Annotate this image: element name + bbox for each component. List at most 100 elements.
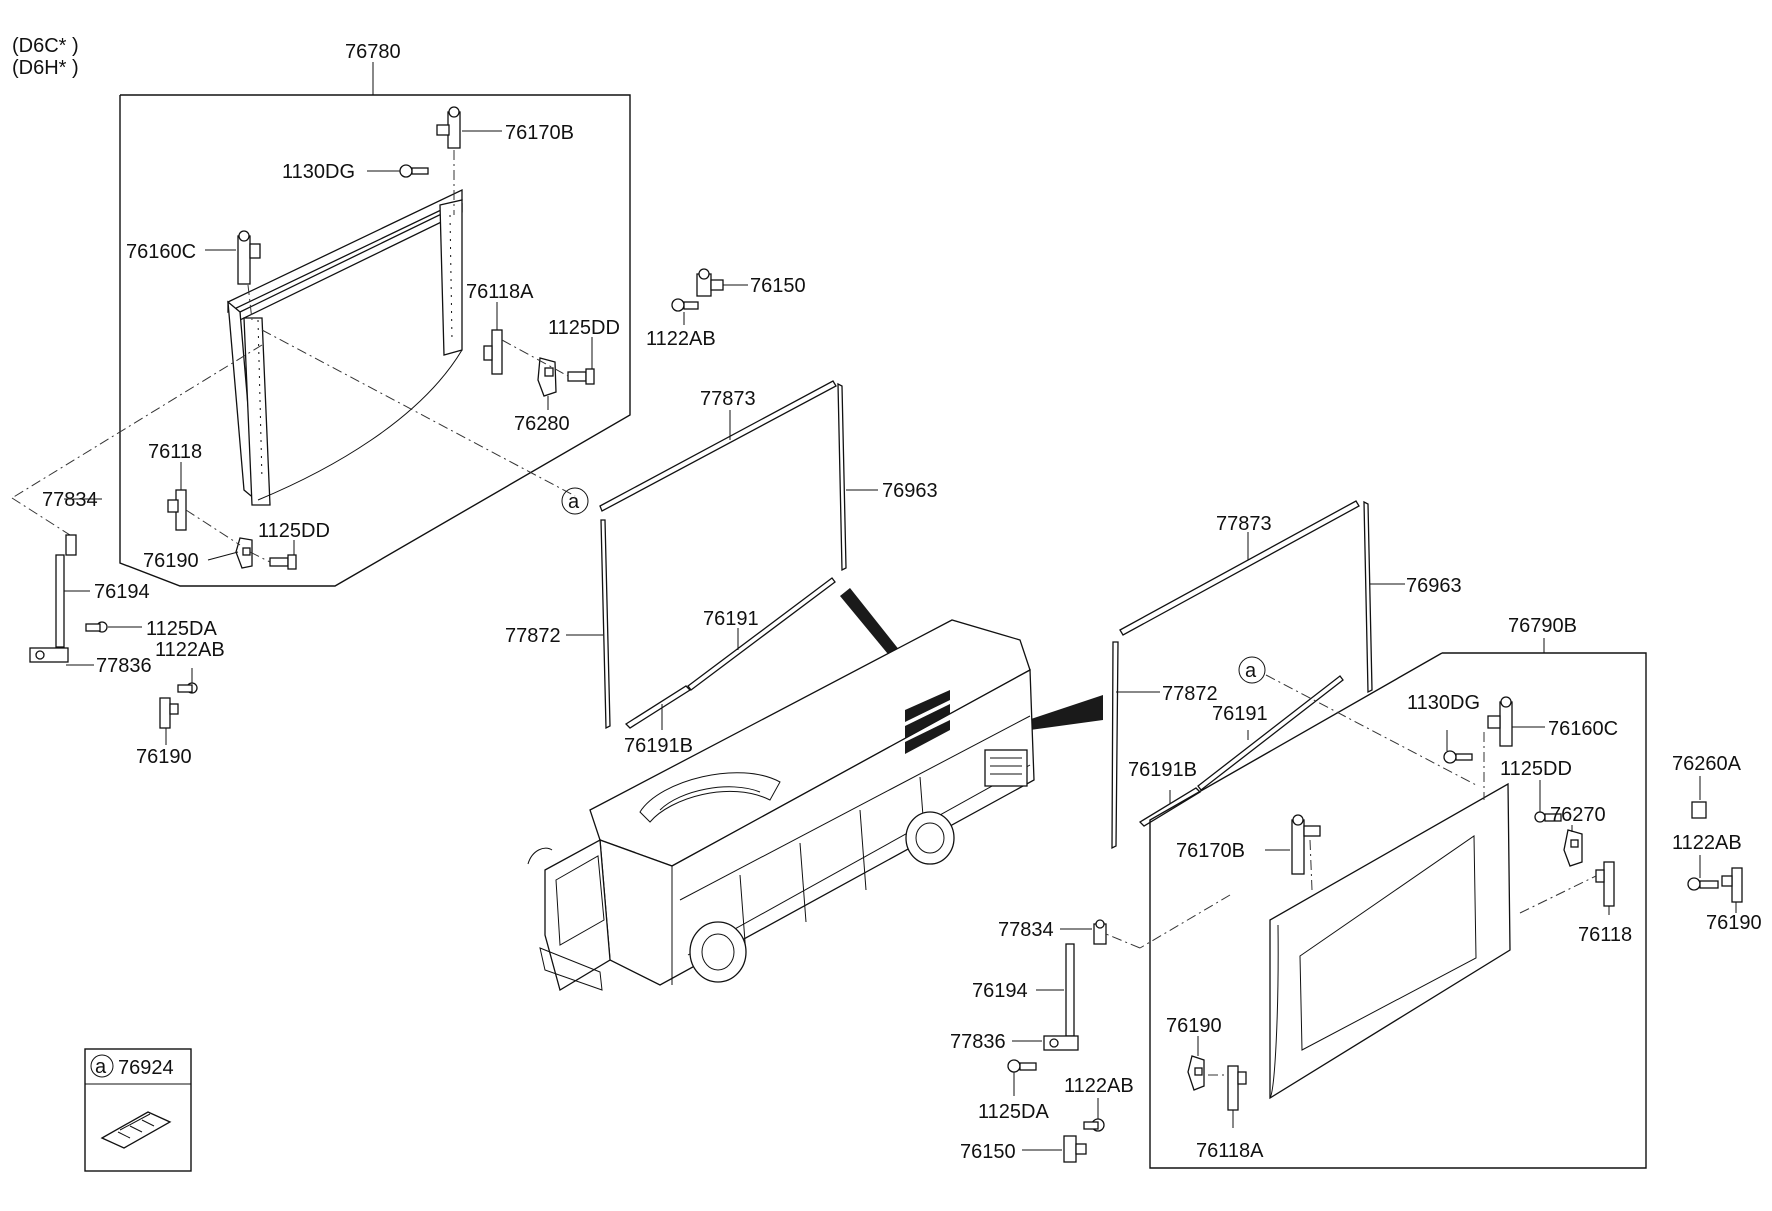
right-strut-group: 77834 76194 77836 1125DA 1122AB 76150 — [950, 919, 1134, 1163]
right-label-76170B: 76170B — [1176, 840, 1245, 862]
right-label-76963: 76963 — [1406, 575, 1462, 597]
center-label-76963: 76963 — [882, 480, 938, 502]
right-hinge — [1487, 696, 1513, 747]
left-label-77836: 77836 — [96, 655, 152, 677]
left-bolt-left — [269, 554, 297, 570]
center-latch-bolt — [671, 298, 699, 312]
right-label-77873: 77873 — [1216, 513, 1272, 535]
right-strut-mount-top — [1093, 919, 1107, 945]
center-latch-group: 76150 1122AB — [646, 268, 806, 350]
right-label-76118A: 76118A — [1196, 1140, 1264, 1162]
left-bottom-striker — [159, 697, 179, 729]
loose-label-1122AB: 1122AB — [1672, 832, 1742, 854]
left-bracket-right — [483, 329, 503, 375]
right-bolt-top — [1443, 750, 1473, 764]
center-label-76191: 76191 — [703, 608, 759, 630]
right-latch — [1063, 1135, 1087, 1163]
variant-label-1: (D6C* ) — [12, 35, 79, 57]
right-seal-left — [1111, 641, 1119, 850]
center-label-1122AB: 1122AB — [646, 328, 716, 350]
left-assembly-group: 76780 76170B 1130DG — [11, 41, 631, 587]
right-label-1130DG: 1130DG — [1407, 692, 1480, 714]
center-seal-side — [837, 382, 847, 572]
right-label-77872: 77872 — [1162, 683, 1218, 705]
right-label-76191: 76191 — [1212, 703, 1268, 725]
loose-striker — [1721, 867, 1743, 903]
left-strut-mount-top — [65, 534, 77, 556]
left-label-76280: 76280 — [514, 413, 570, 435]
left-bottom-bolt — [177, 682, 198, 694]
ref-circle-left-label: a — [568, 491, 580, 513]
left-strut-mount-bottom — [29, 647, 69, 663]
center-label-76150: 76150 — [750, 275, 806, 297]
right-assembly-number: 76790B — [1508, 615, 1577, 637]
left-label-1122AB: 1122AB — [155, 639, 225, 661]
right-seal-side — [1363, 500, 1373, 694]
legend-label-icon — [100, 1111, 172, 1149]
left-label-76170B: 76170B — [505, 122, 574, 144]
loose-parts-group: 76260A 1122AB 76190 — [1672, 753, 1762, 934]
left-label-1125DA: 1125DA — [146, 618, 217, 640]
left-strut-bolt — [85, 621, 108, 633]
right-assembly-outline — [1149, 652, 1647, 1169]
right-assembly-group: 76790B a 1130DG 76160C — [1105, 615, 1647, 1169]
right-label-76150: 76150 — [960, 1141, 1016, 1163]
right-striker-right — [1563, 829, 1583, 867]
right-label-1122AB: 1122AB — [1064, 1075, 1134, 1097]
right-seal-group: 77873 76963 77872 76191 76191B — [1111, 500, 1462, 850]
right-seal-top — [1119, 500, 1360, 636]
center-seal-group: 77873 76963 77872 76191 76191B — [505, 380, 938, 757]
right-label-76191B: 76191B — [1128, 759, 1197, 781]
right-strut — [1065, 943, 1075, 1037]
right-strut-mount-bottom — [1043, 1035, 1079, 1051]
left-striker-left — [235, 537, 253, 569]
center-latch — [696, 268, 724, 297]
left-label-76118: 76118 — [148, 441, 202, 463]
left-bracket-left — [167, 489, 187, 531]
center-label-77873: 77873 — [700, 388, 756, 410]
right-label-76190: 76190 — [1166, 1015, 1222, 1037]
right-label-77836: 77836 — [950, 1031, 1006, 1053]
left-strut-group: 77834 76194 1125DA 77836 1122AB 76190 — [29, 489, 225, 768]
left-door-frame — [227, 188, 463, 506]
left-label-1125DD-right: 1125DD — [548, 317, 620, 339]
right-label-77834: 77834 — [998, 919, 1054, 941]
center-label-76191B: 76191B — [624, 735, 693, 757]
loose-label-76260A: 76260A — [1672, 753, 1742, 775]
variant-label-2: (D6H* ) — [12, 57, 79, 79]
left-label-76190-bottom: 76190 — [136, 746, 192, 768]
bus-vent — [984, 749, 1028, 787]
right-bracket-right — [1595, 861, 1615, 907]
left-label-76190: 76190 — [143, 550, 199, 572]
center-seal-left — [600, 519, 611, 730]
left-label-76118A: 76118A — [466, 281, 534, 303]
loose-label-76190: 76190 — [1706, 912, 1762, 934]
ref-circle-right-label: a — [1245, 660, 1257, 682]
left-label-76160C: 76160C — [126, 241, 196, 263]
right-door-panel — [1269, 782, 1511, 1100]
legend-box: a 76924 — [84, 1048, 192, 1172]
right-strip — [1197, 675, 1344, 791]
ref-circle-right — [1238, 656, 1266, 684]
left-bolt-right — [567, 368, 595, 385]
legend-circle-label: a — [95, 1056, 107, 1078]
right-label-76160C: 76160C — [1548, 718, 1618, 740]
left-label-77834: 77834 — [42, 489, 98, 511]
left-bolt-top — [399, 164, 429, 178]
right-label-76270: 76270 — [1550, 804, 1606, 826]
loose-bolt — [1687, 877, 1719, 891]
center-label-77872: 77872 — [505, 625, 561, 647]
right-label-76118: 76118 — [1578, 924, 1632, 946]
left-label-76194: 76194 — [94, 581, 150, 603]
left-hinge-left — [237, 230, 261, 285]
right-label-1125DA: 1125DA — [978, 1101, 1049, 1123]
left-label-1125DD-left: 1125DD — [258, 520, 330, 542]
legend-part-number: 76924 — [118, 1057, 174, 1079]
left-striker-right — [537, 357, 557, 397]
left-hinge-top — [436, 106, 461, 149]
ref-circle-left — [561, 487, 589, 515]
right-bottom-bolt — [1083, 1118, 1105, 1132]
left-assembly-outline — [119, 94, 631, 587]
left-label-1130DG: 1130DG — [282, 161, 355, 183]
